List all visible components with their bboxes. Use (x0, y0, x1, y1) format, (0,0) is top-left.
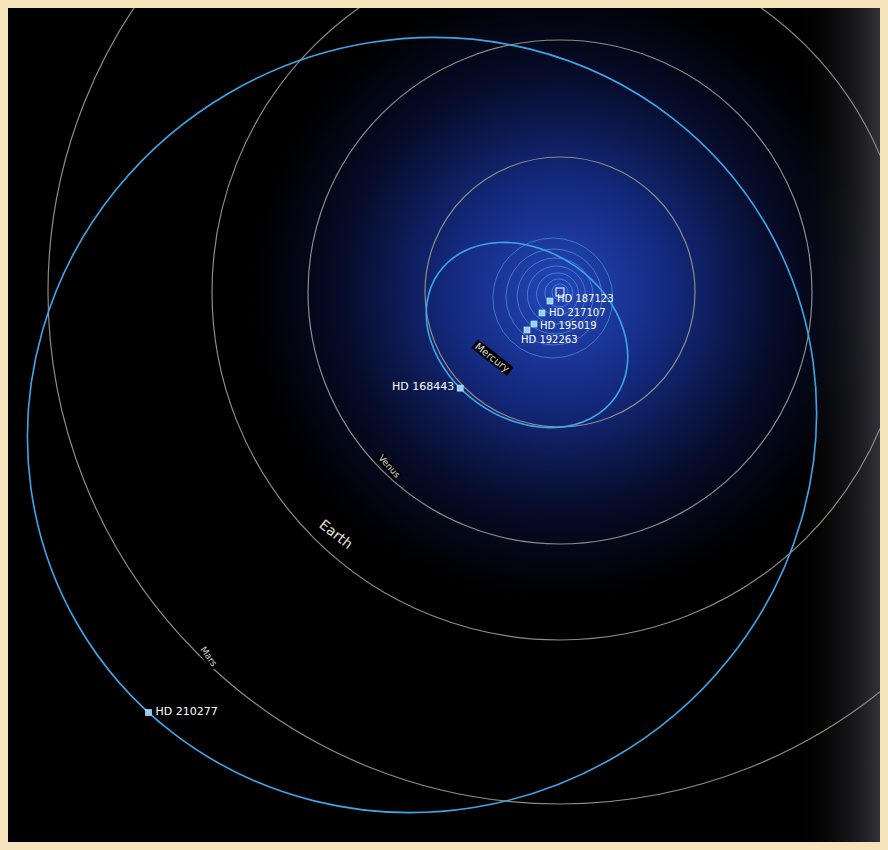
orbit-name: Mercury (471, 339, 513, 375)
planet-label: HD 195019 (540, 320, 597, 331)
edge-shade (8, 8, 880, 842)
inner-orbit (493, 238, 613, 358)
planet-orbit (212, 8, 880, 640)
planet-dot (524, 327, 530, 333)
orbit-name: Venus (375, 452, 403, 482)
planet-label: HD 168443 (392, 381, 454, 393)
orbit-name: Mars (197, 644, 220, 671)
planet-label: HD 210277 (156, 706, 218, 718)
planet-dot (531, 321, 537, 327)
planet-dot (547, 298, 553, 304)
exoplanet-orbit (8, 8, 880, 842)
exoplanet-orbit (390, 204, 663, 466)
background-glow (8, 8, 880, 842)
planet-orbit (308, 40, 812, 544)
planet-dot (539, 310, 545, 316)
planet-orbit (425, 157, 695, 427)
planet-label: HD 192263 (521, 334, 578, 345)
planet-orbit (48, 8, 880, 804)
planet-label: HD 187123 (557, 293, 614, 304)
orbit-name: Earth (315, 516, 357, 554)
star-chart-panel: HD 187123 HD 217107 HD 195019 HD 192263 Merc… (8, 8, 880, 842)
orbit-illustration (8, 8, 880, 842)
planet-dot (457, 385, 463, 391)
planet-dot (146, 710, 152, 716)
planet-label: HD 217107 (549, 307, 606, 318)
